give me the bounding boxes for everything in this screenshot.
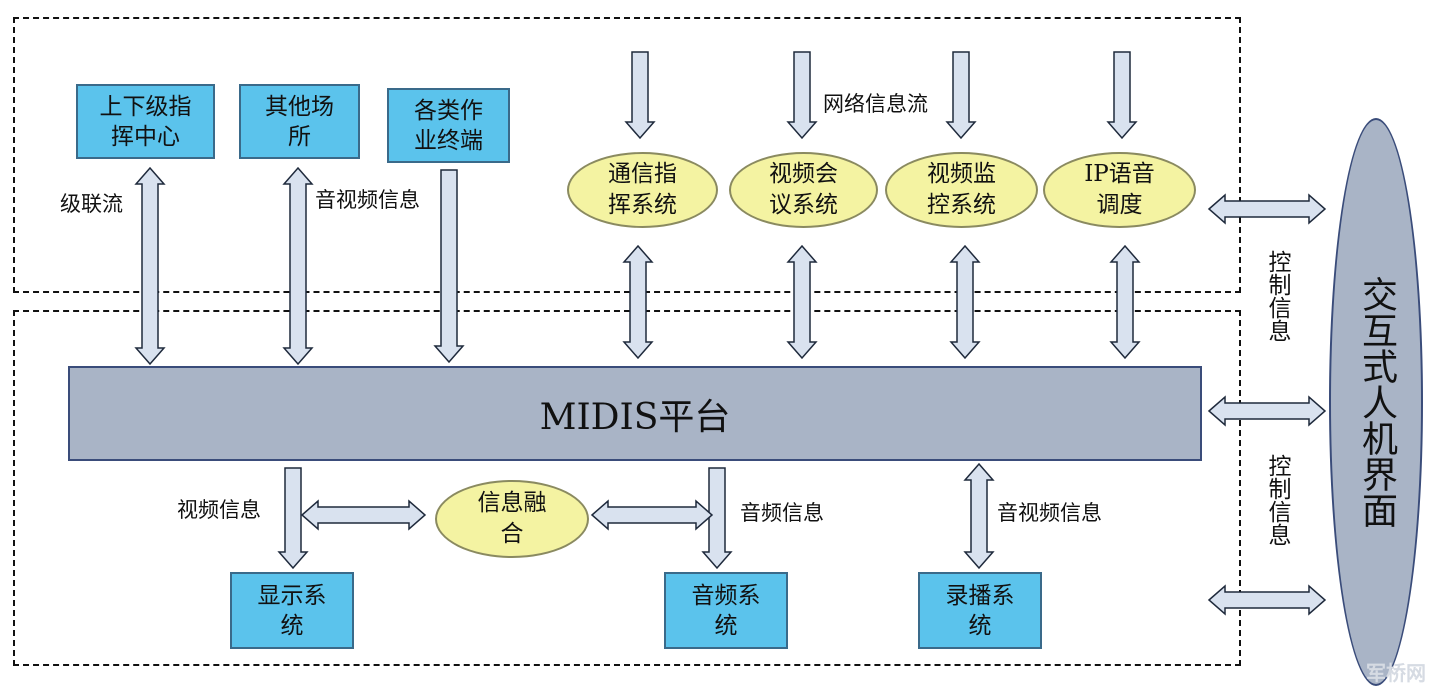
ip-voice-platform-arrow	[1109, 244, 1141, 360]
cascade-arrow	[134, 166, 166, 366]
video-mon-platform-arrow	[949, 244, 981, 360]
audio-info-label: 音频信息	[740, 501, 824, 525]
network-arrow-ip-voice	[1106, 51, 1138, 140]
midis-platform: MIDIS平台	[68, 366, 1202, 461]
fusion-audio-arrow	[590, 499, 714, 531]
hmi-arrow-bottom	[1207, 584, 1327, 616]
lower-dashed-region	[13, 310, 1241, 666]
upper-dashed-region	[13, 17, 1241, 293]
video-monitoring-system-oval: 视频监 控系统	[885, 152, 1038, 228]
video-info-label: 视频信息	[177, 498, 261, 522]
audio-system-box: 音频系 统	[664, 572, 788, 649]
display-system-box: 显示系 统	[230, 572, 354, 649]
recording-system-box: 录播系 统	[918, 572, 1042, 649]
ip-voice-dispatch-oval: IP语音 调度	[1043, 152, 1196, 228]
control-info-label-2: 控制信息	[1264, 454, 1290, 546]
hmi-arrow-top	[1207, 193, 1327, 225]
network-info-flow-label: 网络信息流	[823, 92, 928, 116]
recording-arrow	[963, 462, 995, 570]
av-info-top-label: 音视频信息	[315, 188, 420, 212]
comm-command-system-oval: 通信指 挥系统	[567, 152, 718, 228]
network-arrow-video-mon	[945, 51, 977, 140]
watermark-logo: 军桥网	[1366, 661, 1426, 685]
video-fusion-arrow	[300, 499, 427, 531]
network-arrow-video-conf	[786, 51, 818, 140]
cascade-flow-label: 级联流	[60, 192, 123, 216]
video-conference-system-oval: 视频会 议系统	[729, 152, 878, 228]
other-sites-arrow	[282, 166, 314, 366]
audio-down-arrow	[701, 467, 733, 570]
hmi-arrow-middle	[1207, 395, 1327, 427]
terminals-down-arrow	[433, 169, 465, 364]
display-down-arrow	[277, 467, 309, 570]
network-arrow-comm	[624, 51, 656, 140]
work-terminals-box: 各类作 业终端	[387, 88, 510, 163]
av-info-bottom-label: 音视频信息	[997, 501, 1102, 525]
interactive-hmi-oval: 交互式人机界面	[1329, 118, 1423, 686]
info-fusion-oval: 信息融 合	[435, 480, 589, 558]
upper-lower-command-center-box: 上下级指 挥中心	[76, 84, 215, 159]
control-info-label-1: 控制信息	[1264, 250, 1290, 342]
video-conf-platform-arrow	[786, 244, 818, 360]
other-sites-box: 其他场 所	[239, 84, 360, 159]
comm-platform-arrow	[622, 244, 654, 360]
